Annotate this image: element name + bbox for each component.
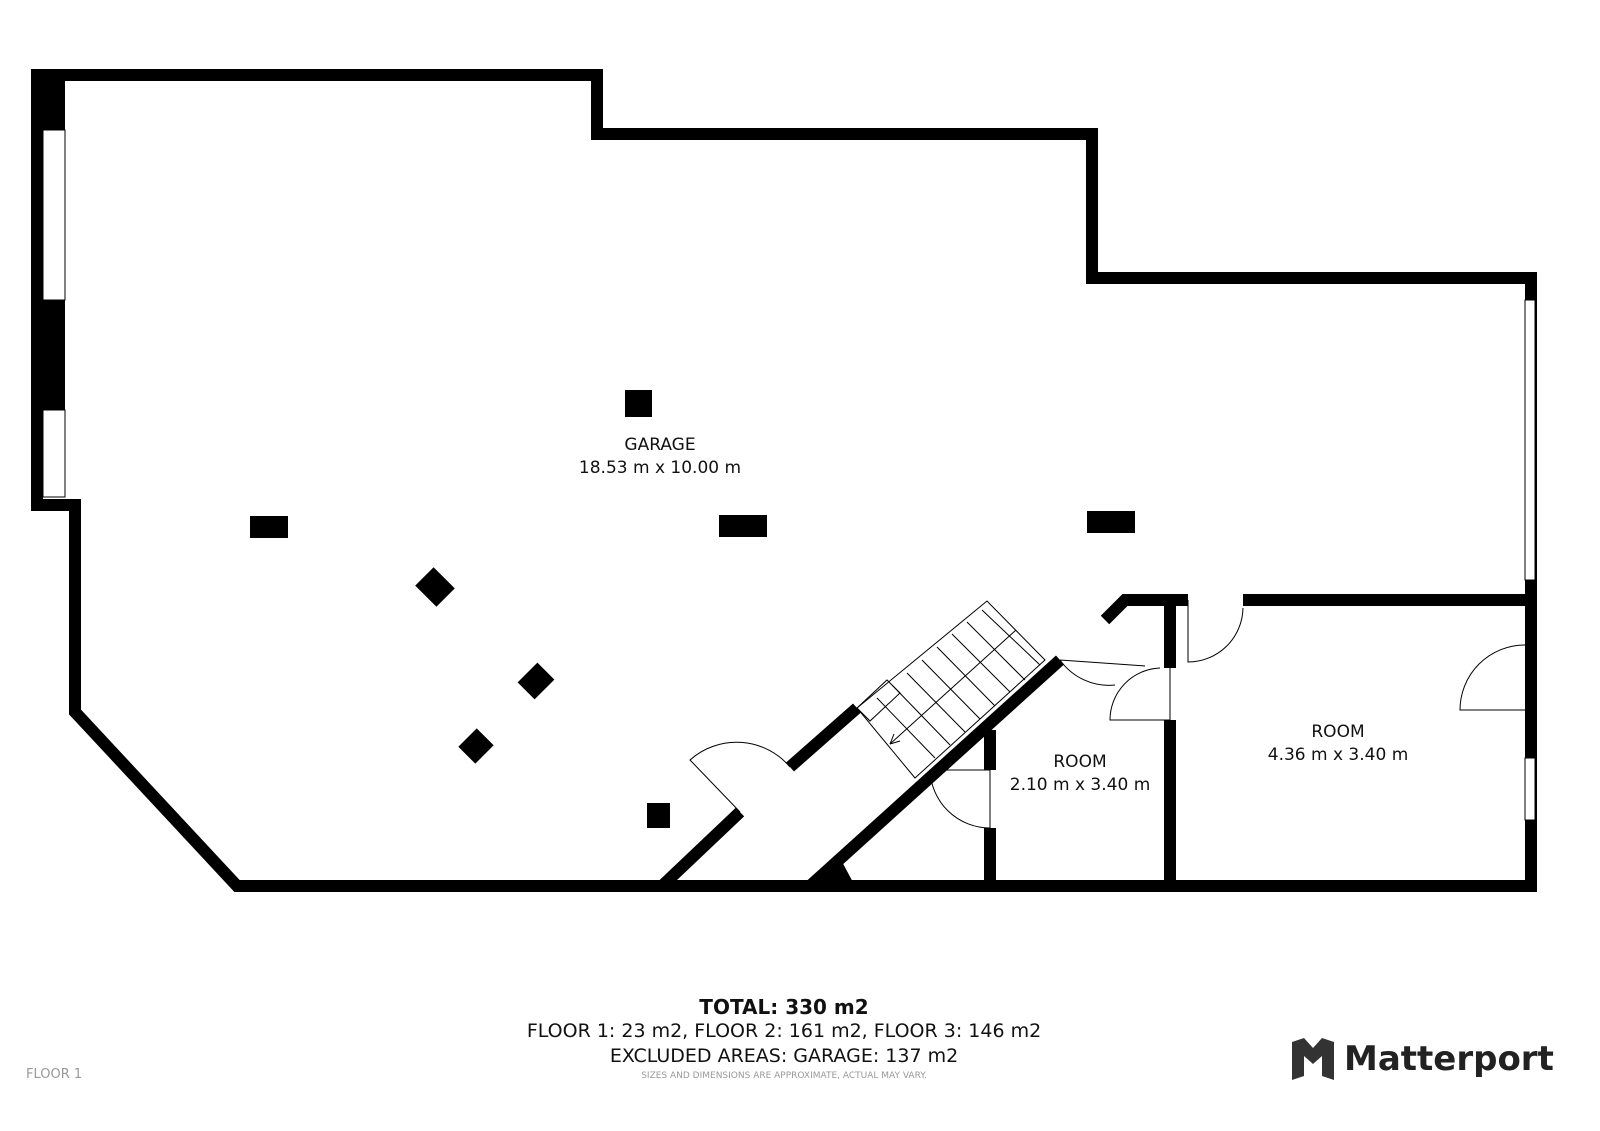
floor-label: FLOOR 1: [26, 1067, 83, 1082]
matterport-logo-icon: [1292, 1038, 1334, 1080]
total-area: TOTAL: 330 m2: [699, 995, 869, 1019]
disclaimer: SIZES AND DIMENSIONS ARE APPROXIMATE, AC…: [641, 1071, 927, 1081]
window: [42, 409, 66, 498]
window: [1524, 299, 1536, 581]
floor-areas: FLOOR 1: 23 m2, FLOOR 2: 161 m2, FLOOR 3…: [526, 1020, 1042, 1042]
excluded-areas: EXCLUDED AREAS: GARAGE: 137 m2: [609, 1045, 959, 1067]
window: [42, 129, 66, 301]
room-name: GARAGE: [624, 435, 696, 455]
window: [1524, 757, 1536, 821]
doors: [689, 600, 1532, 829]
stair-wall-outer-b: [786, 703, 861, 772]
stair-wall-outer-a: [657, 807, 745, 891]
room-name: ROOM: [1053, 752, 1107, 772]
brand-name: Matterport: [1344, 1039, 1554, 1079]
room-name: ROOM: [1311, 722, 1365, 742]
stairs: [856, 600, 1046, 779]
room-dims: 2.10 m x 3.40 m: [1009, 775, 1151, 795]
stair-wall-inner: [805, 655, 1065, 891]
room-dims: 4.36 m x 3.40 m: [1267, 745, 1409, 765]
room-dims: 18.53 m x 10.00 m: [578, 458, 742, 478]
outer-wall: [31, 69, 1537, 892]
columns: [250, 390, 1135, 828]
matterport-logo: Matterport: [1292, 1038, 1554, 1080]
